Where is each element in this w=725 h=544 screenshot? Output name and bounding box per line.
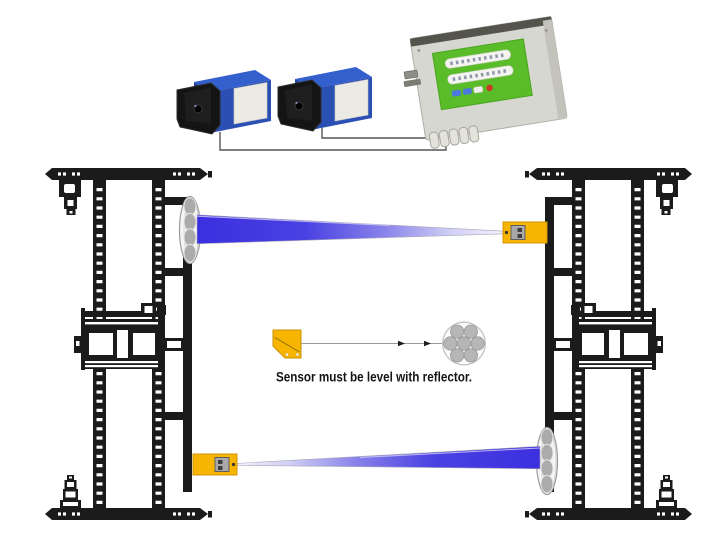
top-laser-beam [196,214,507,245]
indicator-blue [462,88,472,95]
cable-gland [448,128,460,146]
cable-gland [438,130,450,148]
latch [403,69,419,80]
arrow-right-icon [424,340,431,347]
cable-gland [428,131,440,149]
alignment-diagram: Sensor must be level with reflector. [272,321,486,385]
label-strip [447,65,514,85]
alignment-reflector-icon [442,321,486,366]
indicator-red [486,84,493,92]
top-sensor-head [502,221,548,244]
sensor1-cable [219,132,447,151]
latch [403,78,422,88]
indicator-blue [451,89,462,97]
control-enclosure [403,16,568,149]
laser-sensor-2 [277,66,373,132]
indicator-white [473,86,484,94]
laser-sensor-1 [176,69,272,135]
label-strip [444,49,511,69]
sensor2-cable [321,128,429,139]
alignment-caption: Sensor must be level with reflector. [276,370,472,385]
cable-gland [468,125,480,143]
arrow-right-icon [398,340,405,347]
alignment-sensor-icon [272,329,302,359]
bottom-laser-beam [234,445,541,470]
cable-gland [458,126,470,145]
bottom-sensor-head [192,453,238,476]
